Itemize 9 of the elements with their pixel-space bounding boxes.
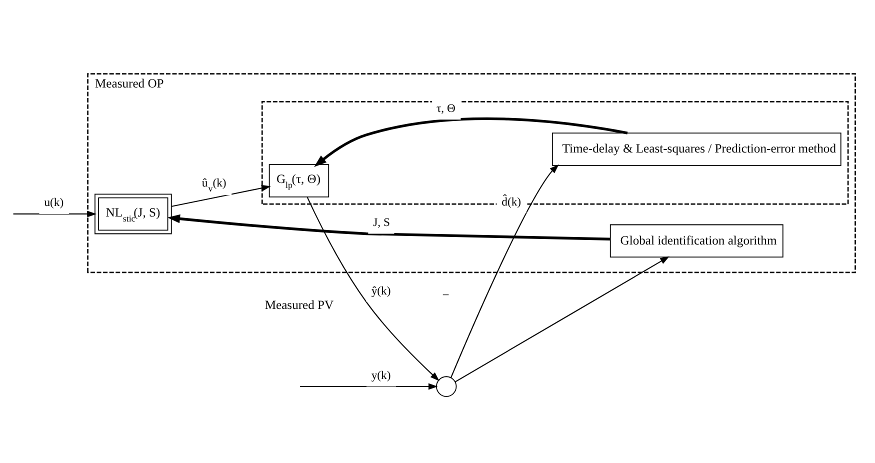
label: Measured PV (264, 298, 334, 312)
edge-label: d̂(k) (502, 195, 522, 208)
edge-label: û$_{v}$(k) (202, 176, 226, 194)
edge-label: y(k) (371, 368, 391, 382)
edge-label: u(k) (44, 196, 64, 210)
edge-label: τ, Θ (436, 102, 456, 115)
edge-label: J, S (373, 216, 390, 230)
label: − (442, 288, 450, 302)
edge-label: ŷ(k) (371, 284, 391, 298)
